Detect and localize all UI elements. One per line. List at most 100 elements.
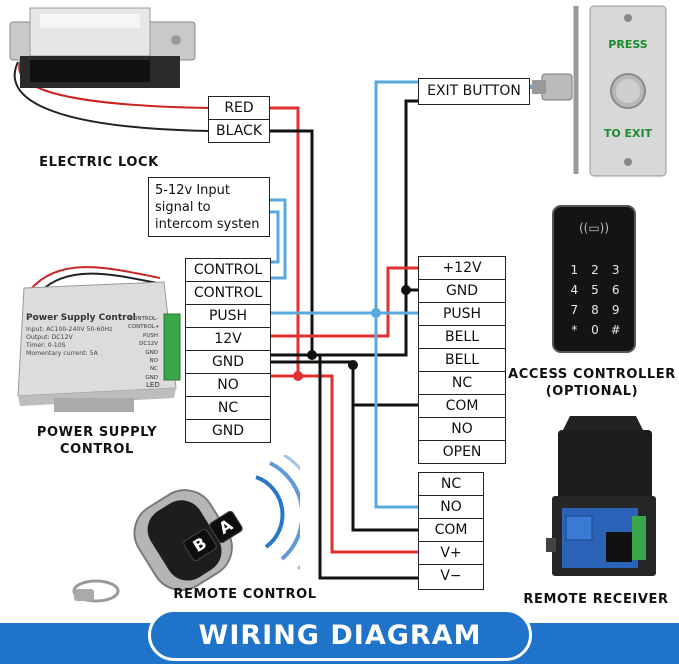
psu-device-title: Power Supply Control — [26, 313, 136, 323]
psu-spec-line: Output: DC12V — [26, 334, 73, 341]
keypad-key[interactable]: 7 — [570, 303, 579, 317]
exit-plate-press-text: PRESS — [608, 38, 648, 51]
psu-terminal-block: CONTROL CONTROL PUSH 12V GND NO NC GND — [185, 258, 271, 443]
junction-dot-black-2 — [401, 285, 411, 295]
red-wire-receiver — [298, 374, 420, 554]
receiver-terminal-nc: NC — [419, 473, 483, 496]
access-terminal-no: NO — [419, 418, 505, 441]
exit-button-label-box: EXIT BUTTON — [418, 78, 530, 105]
receiver-terminal-vplus: V+ — [419, 542, 483, 565]
access-terminal-open: OPEN — [442, 444, 482, 460]
title-banner: WIRING DIAGRAM — [0, 609, 679, 664]
black-wire — [268, 129, 314, 357]
access-terminal-com: COM — [419, 395, 505, 418]
lock-caption: ELECTRIC LOCK — [39, 155, 159, 170]
access-caption-line2: (OPTIONAL) — [545, 384, 639, 399]
psu-terminal-gnd: GND — [186, 351, 270, 374]
black-wire-access-com — [270, 360, 420, 407]
junction-dot-blue — [371, 308, 381, 318]
psu-port-label: GND — [145, 374, 158, 381]
keypad-key[interactable]: 0 — [591, 323, 599, 337]
lock-lead-red — [18, 57, 211, 109]
keypad-key[interactable]: # — [610, 323, 621, 337]
lock-terminal-black: BLACK — [215, 123, 262, 139]
receiver-terminal-com: COM — [419, 519, 483, 542]
receiver-terminal-block: NC NO COM V+ V− — [418, 472, 484, 590]
access-terminal-block: +12V GND PUSH BELL BELL NC COM NO OPEN — [418, 256, 506, 464]
lock-lead-black — [13, 61, 211, 132]
psu-port-label: DC12V — [139, 341, 158, 348]
psu-terminal-push: PUSH — [186, 305, 270, 328]
black-wire-receiver-vminus — [312, 353, 420, 580]
psu-port-label: NC — [150, 366, 158, 373]
receiver-terminal-vminus: V− — [440, 568, 462, 584]
remote-caption: REMOTE CONTROL — [173, 587, 317, 602]
exit-button-image — [532, 5, 667, 177]
electric-lock-image — [9, 7, 196, 88]
intercom-note: 5-12v Input signal to intercom systen — [148, 177, 270, 237]
psu-device-led: LED — [146, 381, 160, 389]
blue-wire-intercom-1 — [270, 198, 287, 280]
psu-port-label: CONTROL- — [129, 316, 158, 322]
junction-dot-black — [307, 350, 317, 360]
power-supply-image — [17, 281, 181, 412]
psu-lead-red — [29, 266, 161, 291]
access-terminal-12v: +12V — [419, 257, 505, 280]
red-wire-access-12v — [270, 266, 420, 338]
psu-lead-black — [39, 272, 163, 293]
black-wire-com — [351, 365, 420, 532]
exit-button-label: EXIT BUTTON — [427, 83, 521, 99]
psu-caption-line2: CONTROL — [60, 442, 134, 457]
keypad-key[interactable]: 6 — [611, 283, 620, 297]
junction-dot-black-3 — [348, 360, 358, 370]
keypad-key[interactable]: * — [571, 323, 578, 337]
keypad-key[interactable]: 1 — [570, 263, 579, 277]
access-terminal-nc: NC — [419, 372, 505, 395]
title-banner-pill: WIRING DIAGRAM — [148, 609, 532, 661]
access-caption-line1: ACCESS CONTROLLER — [508, 367, 676, 382]
psu-spec-line: Timer: 0-10S — [26, 342, 66, 349]
access-terminal-gnd: GND — [419, 280, 505, 303]
keypad-key[interactable]: 5 — [591, 283, 599, 297]
red-wire — [268, 106, 300, 378]
receiver-caption: REMOTE RECEIVER — [523, 592, 669, 607]
keypad-grid: 1 2 3 4 5 6 7 8 9 * 0 # — [564, 263, 626, 337]
exit-plate-toexit-text: TO EXIT — [603, 127, 653, 140]
access-terminal-bell-1: BELL — [419, 326, 505, 349]
junction-dot-red — [293, 371, 303, 381]
keypad-key[interactable]: 4 — [570, 283, 579, 297]
keypad-key[interactable]: 2 — [591, 263, 599, 277]
black-wire-exit — [404, 99, 418, 290]
keypad-key[interactable]: 3 — [611, 263, 620, 277]
psu-spec-line: Momentary current: 5A — [26, 350, 98, 357]
psu-port-label: CONTROL+ — [128, 324, 160, 331]
psu-device-ports: CONTROL- CONTROL+ PUSH DC12V GND NO NC G… — [128, 315, 160, 382]
psu-terminal-12v: 12V — [186, 328, 270, 351]
title-banner-text: WIRING DIAGRAM — [198, 619, 482, 651]
psu-terminal-control-1: CONTROL — [186, 259, 270, 282]
keypad-key[interactable]: 9 — [611, 303, 620, 317]
psu-terminal-no: NO — [186, 374, 270, 397]
remote-receiver-image — [546, 416, 656, 576]
access-terminal-push: PUSH — [419, 303, 505, 326]
psu-device-specs: Input: AC100-240V 50-60Hz Output: DC12V … — [26, 326, 112, 358]
access-keypad-device: ((▭)) 1 2 3 4 5 6 7 8 9 * 0 # — [552, 205, 636, 353]
lock-terminal-red: RED — [209, 97, 269, 120]
receiver-terminal-no: NO — [419, 496, 483, 519]
blue-wire-receiver-no — [374, 313, 420, 509]
psu-spec-line: Input: AC100-240V 50-60Hz — [26, 326, 113, 333]
rfid-icon: ((▭)) — [578, 221, 610, 235]
black-wire-access-gnd — [312, 288, 420, 357]
psu-port-label: NO — [149, 358, 158, 365]
lock-terminal-block: RED BLACK — [208, 96, 270, 143]
psu-port-label: GND — [145, 349, 158, 356]
psu-terminal-control-2: CONTROL — [186, 282, 270, 305]
psu-port-label: PUSH — [143, 332, 158, 339]
access-terminal-bell-2: BELL — [419, 349, 505, 372]
psu-caption-line1: POWER SUPPLY — [36, 425, 158, 440]
psu-terminal-nc: NC — [186, 397, 270, 420]
keypad-key[interactable]: 8 — [591, 303, 599, 317]
psu-terminal-gnd-2: GND — [211, 423, 245, 439]
blue-wire-intercom-2 — [270, 210, 280, 264]
